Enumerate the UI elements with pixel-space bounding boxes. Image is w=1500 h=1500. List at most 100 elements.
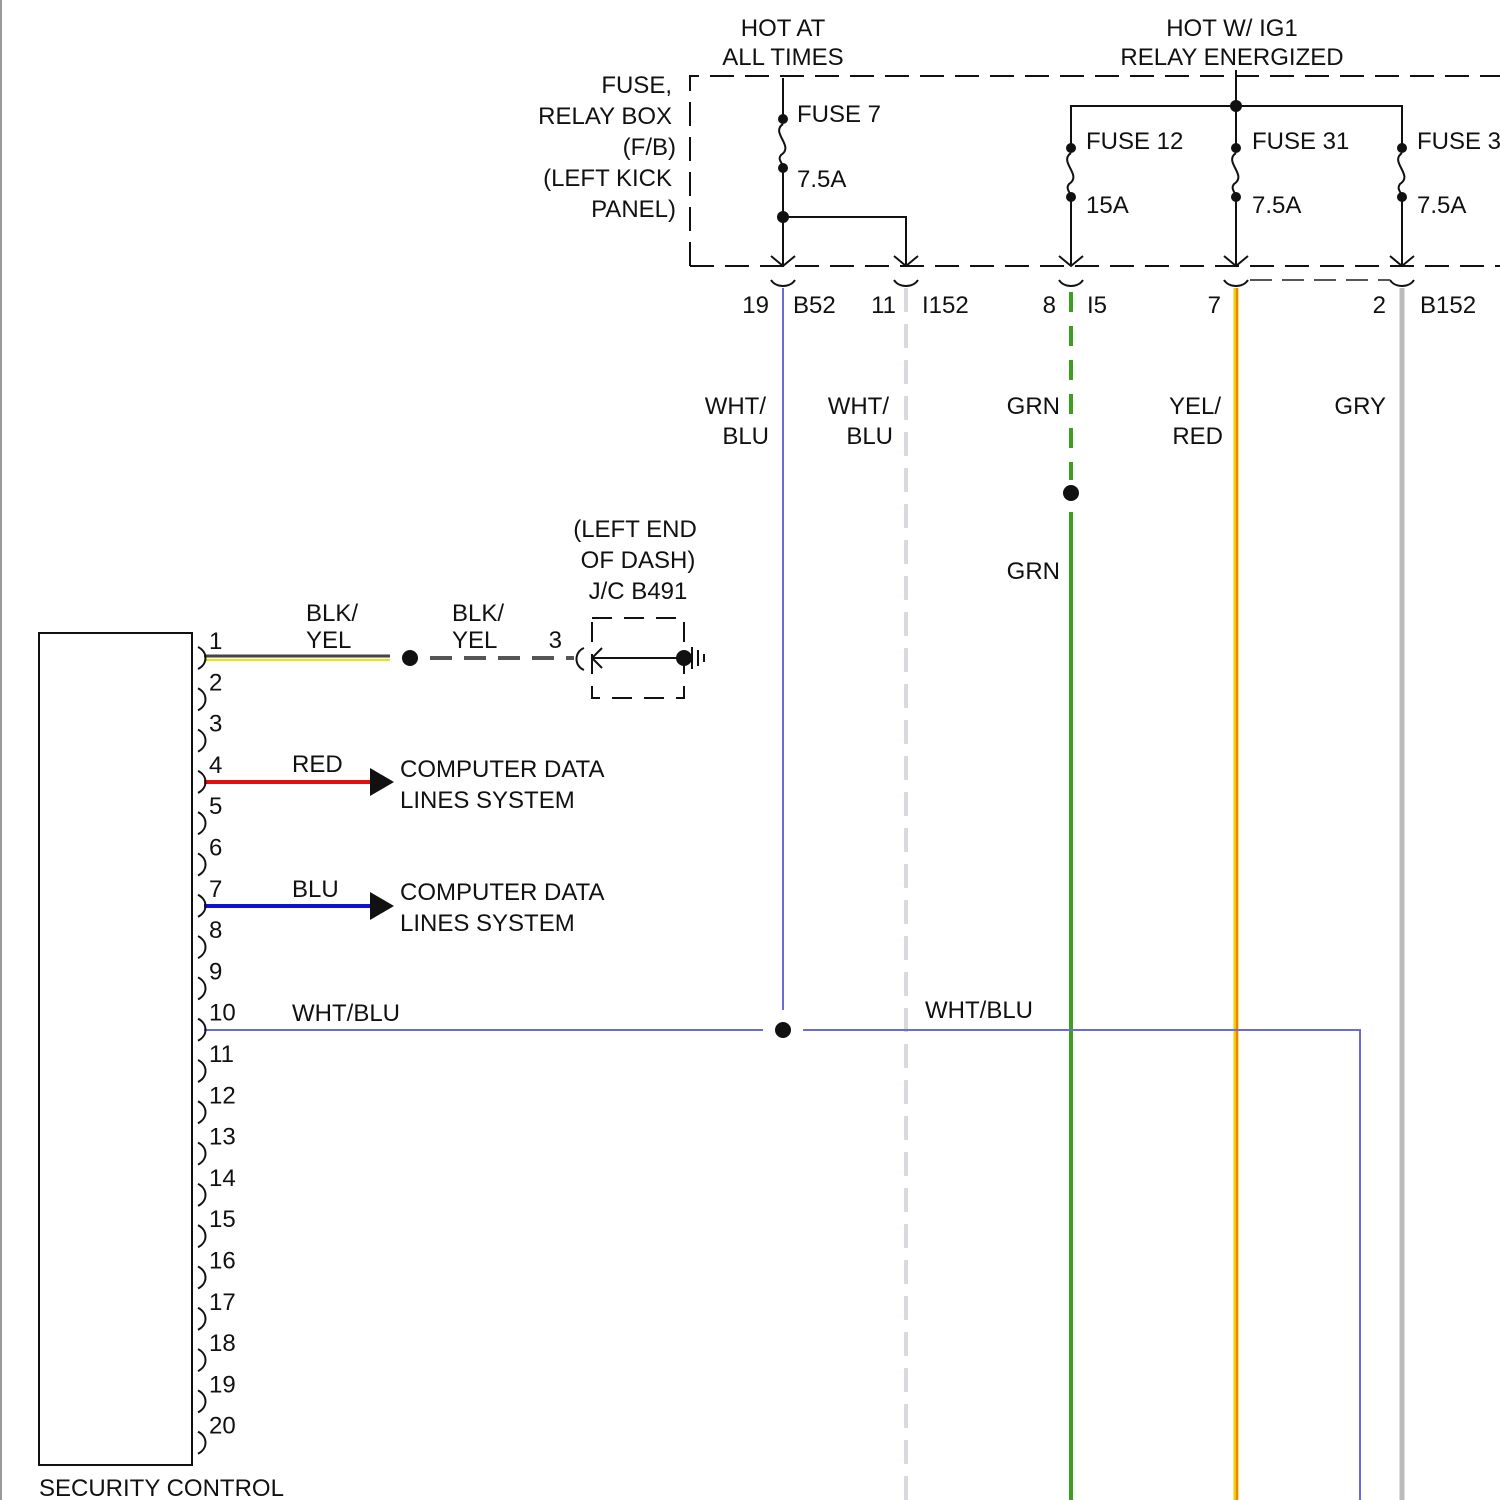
i152-pin: 11 <box>871 292 896 319</box>
red-label: RED <box>292 751 343 778</box>
junction-arrow <box>592 648 684 668</box>
junction-connector <box>577 648 585 670</box>
pin-label-15: 15 <box>209 1206 236 1233</box>
connector-symbols <box>771 256 1414 286</box>
blu-arrow-icon <box>370 892 394 920</box>
pin-connector-8 <box>198 936 206 958</box>
fuse-31-rating: 7.5A <box>1252 192 1301 219</box>
pin-label-6: 6 <box>209 835 222 862</box>
pin-label-14: 14 <box>209 1165 236 1192</box>
blk-yel-label-2-line1: BLK/ <box>452 600 504 627</box>
b52-name: B52 <box>793 292 836 319</box>
pin-connector-14 <box>198 1184 206 1206</box>
pin-connector-11 <box>198 1060 206 1082</box>
hot-at-all-times-line2: ALL TIMES <box>722 44 843 71</box>
pin-connector-15 <box>198 1225 206 1247</box>
blk-yel-label-2-line2: YEL <box>452 627 497 654</box>
grn-label-top: GRN <box>1007 393 1060 420</box>
wire-wht-blu-right <box>803 1030 1360 1500</box>
hot-at-all-times-line1: HOT AT <box>741 15 826 42</box>
junction-pin: 3 <box>549 627 562 654</box>
wht-blu-left-label: WHT/BLU <box>292 1000 400 1027</box>
fuse-3-rating: 7.5A <box>1417 192 1466 219</box>
red-arrow-icon <box>370 768 394 796</box>
fuse-box-label-line3: (F/B) <box>623 134 676 161</box>
pin-connector-9 <box>198 977 206 999</box>
pin-connector-3 <box>198 730 206 752</box>
fuse-box-label-line4: (LEFT KICK <box>543 165 672 192</box>
yel-red-label-line2: RED <box>1172 423 1223 450</box>
hot-ig1-line2: RELAY ENERGIZED <box>1120 44 1343 71</box>
pin-connector-2 <box>198 688 206 710</box>
ground-splice <box>676 650 692 666</box>
wht-blu-label-2-line1: WHT/ <box>828 393 890 420</box>
fuse-7-label: FUSE 7 <box>797 101 881 128</box>
fuse-12 <box>1066 143 1076 266</box>
i152-name: I152 <box>922 292 969 319</box>
pin-connector-19 <box>198 1390 206 1412</box>
wht-blu-label-2-line2: BLU <box>846 423 893 450</box>
pin-label-5: 5 <box>209 793 222 820</box>
pin-connector-13 <box>198 1143 206 1165</box>
pin-connector-16 <box>198 1267 206 1289</box>
hot-ig1-line1: HOT W/ IG1 <box>1166 15 1298 42</box>
pin-label-8: 8 <box>209 917 222 944</box>
pin-connector-1 <box>198 647 206 669</box>
data-lines-2-line1: COMPUTER DATA <box>400 879 604 906</box>
wht-blu-label-1-line1: WHT/ <box>705 393 767 420</box>
blk-yel-label-1-line1: BLK/ <box>306 600 358 627</box>
i5-pin: 8 <box>1043 292 1056 319</box>
pin-label-3: 3 <box>209 711 222 738</box>
wht-blu-label-1-line2: BLU <box>722 423 769 450</box>
pin-label-17: 17 <box>209 1289 236 1316</box>
pin-label-2: 2 <box>209 669 222 696</box>
pin-connector-18 <box>198 1349 206 1371</box>
b152-name: B152 <box>1420 292 1476 319</box>
b152-pin-2: 2 <box>1373 292 1386 319</box>
grn-label-bottom: GRN <box>1007 558 1060 585</box>
pin-label-1: 1 <box>209 628 222 655</box>
pin-label-16: 16 <box>209 1248 236 1275</box>
pin-label-7: 7 <box>209 876 222 903</box>
b52-pin: 19 <box>742 292 769 319</box>
pin-label-13: 13 <box>209 1124 236 1151</box>
pin-connector-6 <box>198 854 206 876</box>
fuse-31 <box>1231 106 1241 266</box>
fuse-box-label-line1: FUSE, <box>601 72 672 99</box>
pin-connector-12 <box>198 1101 206 1123</box>
i5-name: I5 <box>1087 292 1107 319</box>
junction-label-line1: (LEFT END <box>573 516 697 543</box>
junction-label-line2: OF DASH) <box>581 547 696 574</box>
gry-label: GRY <box>1334 393 1386 420</box>
pin-label-11: 11 <box>209 1041 234 1068</box>
pin-label-20: 20 <box>209 1413 236 1440</box>
data-lines-2-line2: LINES SYSTEM <box>400 910 575 937</box>
pin-label-10: 10 <box>209 1000 236 1027</box>
fuse-7-rating: 7.5A <box>797 166 846 193</box>
fuse-box-label-line5: PANEL) <box>591 196 676 223</box>
data-lines-1-line1: COMPUTER DATA <box>400 756 604 783</box>
blu-label: BLU <box>292 876 339 903</box>
blk-yel-label-1-line2: YEL <box>306 627 351 654</box>
yel-red-label-line1: YEL/ <box>1169 393 1221 420</box>
pin-label-19: 19 <box>209 1371 236 1398</box>
fuse-box-label-line2: RELAY BOX <box>538 103 672 130</box>
ground-icon <box>692 647 704 669</box>
security-control-box <box>39 633 192 1465</box>
pin-label-4: 4 <box>209 752 222 779</box>
blk-yel-splice <box>402 650 418 666</box>
pin-connector-20 <box>198 1432 206 1454</box>
data-lines-1-line2: LINES SYSTEM <box>400 787 575 814</box>
wht-blu-right-label: WHT/BLU <box>925 997 1033 1024</box>
security-control-label: SECURITY CONTROL <box>39 1475 284 1500</box>
fuse-3 <box>1397 143 1407 266</box>
fuse-3-label: FUSE 3 <box>1417 128 1500 155</box>
grn-splice <box>1063 485 1079 501</box>
fuse-31-label: FUSE 31 <box>1252 128 1349 155</box>
pin-connector-5 <box>198 812 206 834</box>
pin-label-18: 18 <box>209 1330 236 1357</box>
wht-blu-splice <box>775 1022 791 1038</box>
fuse-12-label: FUSE 12 <box>1086 128 1183 155</box>
